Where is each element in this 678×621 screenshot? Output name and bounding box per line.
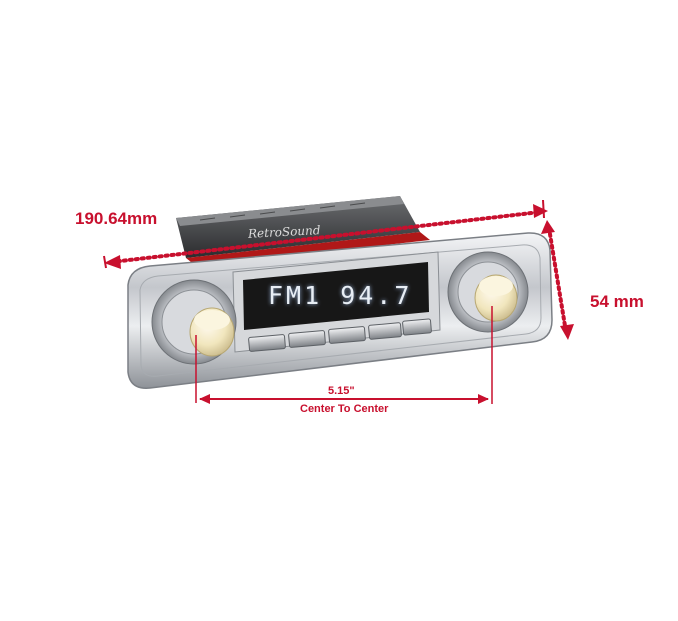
center-to-center-value: 5.15"	[328, 385, 355, 397]
preset-button-4	[368, 322, 402, 340]
height-arrow-bottom	[560, 324, 574, 340]
width-extension-left	[103, 255, 107, 269]
cc-arrow-right	[478, 394, 489, 404]
height-dimension-label: 54 mm	[590, 292, 644, 311]
width-dimension-line	[110, 210, 542, 264]
center-to-center-caption: Center To Center	[300, 403, 389, 415]
preset-buttons	[248, 318, 432, 352]
right-knob	[447, 251, 529, 333]
preset-button-3	[328, 326, 366, 344]
cc-arrow-left	[199, 394, 210, 404]
preset-button-1	[248, 334, 286, 352]
width-dimension-label: 190.64mm	[75, 209, 158, 228]
height-dimension-line	[547, 226, 568, 334]
left-knob	[151, 279, 237, 365]
center-to-center-guide	[195, 306, 493, 404]
radio-display-readout: FM1 94.7	[268, 281, 413, 310]
width-arrow-right	[533, 204, 548, 218]
preset-button-2	[288, 330, 326, 348]
width-extension-right	[542, 199, 545, 219]
width-arrow-left	[104, 255, 121, 269]
preset-button-5	[402, 318, 432, 336]
height-arrow-top	[541, 220, 555, 234]
